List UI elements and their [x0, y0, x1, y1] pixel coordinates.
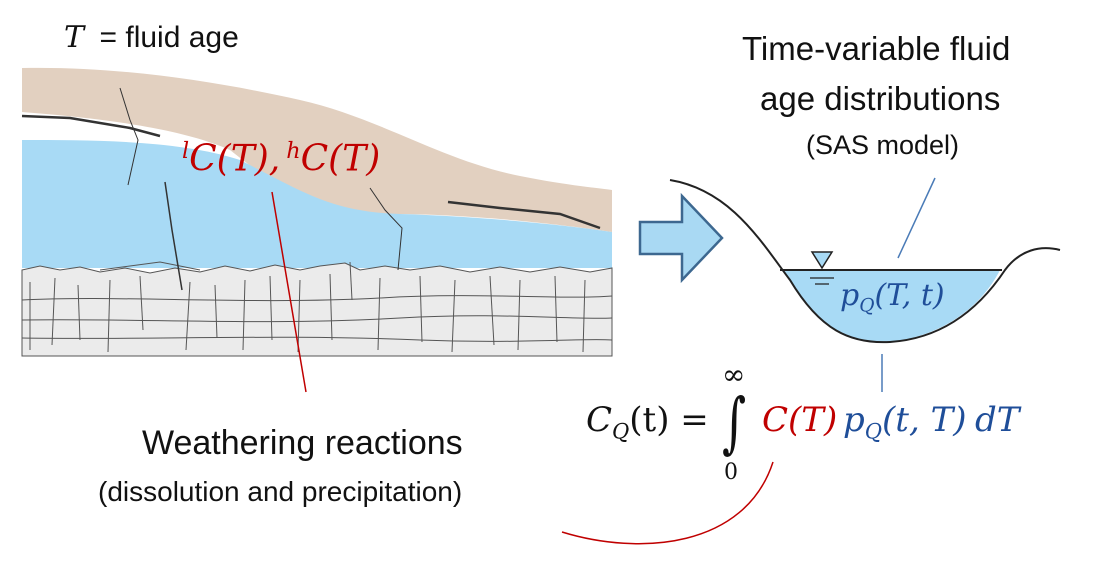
- equation-lhs-subscript: Q: [612, 418, 630, 444]
- water-level-icon: [810, 251, 834, 270]
- label-separator: ,: [268, 138, 281, 180]
- weathering-subtitle: (dissolution and precipitation): [98, 476, 463, 507]
- equation-lhs-base: C: [586, 400, 613, 440]
- equation-lhs-args: (t) =: [629, 400, 709, 440]
- integral-sign: ∫: [722, 384, 747, 461]
- stream-pdf-subscript: Q: [859, 295, 875, 317]
- equation-concentration: C(T): [762, 400, 838, 440]
- sas-connector-line: [897, 177, 936, 259]
- stream-channel: [669, 179, 1061, 344]
- fluid-age-symbol: T: [64, 20, 85, 55]
- flow-arrow: [638, 192, 724, 284]
- integral-upper-limit: ∞: [722, 358, 746, 391]
- equation-lhs: CQ(t) =: [586, 400, 709, 443]
- water-level-marks: [810, 277, 834, 285]
- heavy-concentration: C(T): [300, 138, 381, 180]
- equation-differential: dT: [975, 400, 1020, 440]
- isotope-concentration-label: lC(T),hC(T): [182, 138, 380, 179]
- integral-lower-limit: 0: [724, 460, 738, 485]
- regolith-fractures: [21, 87, 601, 291]
- sas-title-line1: Time-variable fluid: [742, 30, 1011, 67]
- soil-layer: [22, 67, 612, 233]
- concentration-connector-curve: [561, 461, 774, 545]
- equation-pdf-base: p: [843, 400, 865, 440]
- weathering-title: Weathering reactions: [142, 424, 463, 462]
- sas-title-line3: (SAS model): [806, 130, 960, 160]
- groundwater-layer: [22, 140, 612, 268]
- sas-title-line2: age distributions: [760, 80, 1001, 117]
- light-concentration: C(T): [189, 138, 269, 180]
- bedrock-fractures: [21, 261, 613, 353]
- bedrock-layer: [21, 262, 613, 357]
- light-isotope-prefix: l: [182, 138, 190, 164]
- stream-pdf-base: p: [840, 278, 860, 313]
- equation-pdf-args: (t, T): [882, 400, 967, 440]
- equation-pdf: pQ(t, T): [843, 400, 967, 443]
- equation-pdf-subscript: Q: [864, 418, 883, 444]
- fluid-age-definition: T = fluid age: [64, 20, 239, 55]
- stream-water: [784, 270, 1000, 343]
- stream-pdf-args: (T, t): [874, 278, 945, 313]
- fluid-age-text: = fluid age: [99, 21, 239, 54]
- stream-pdf-label: pQ(T, t): [840, 278, 945, 317]
- heavy-isotope-prefix: h: [286, 138, 301, 164]
- weathering-connector-line: [271, 191, 307, 393]
